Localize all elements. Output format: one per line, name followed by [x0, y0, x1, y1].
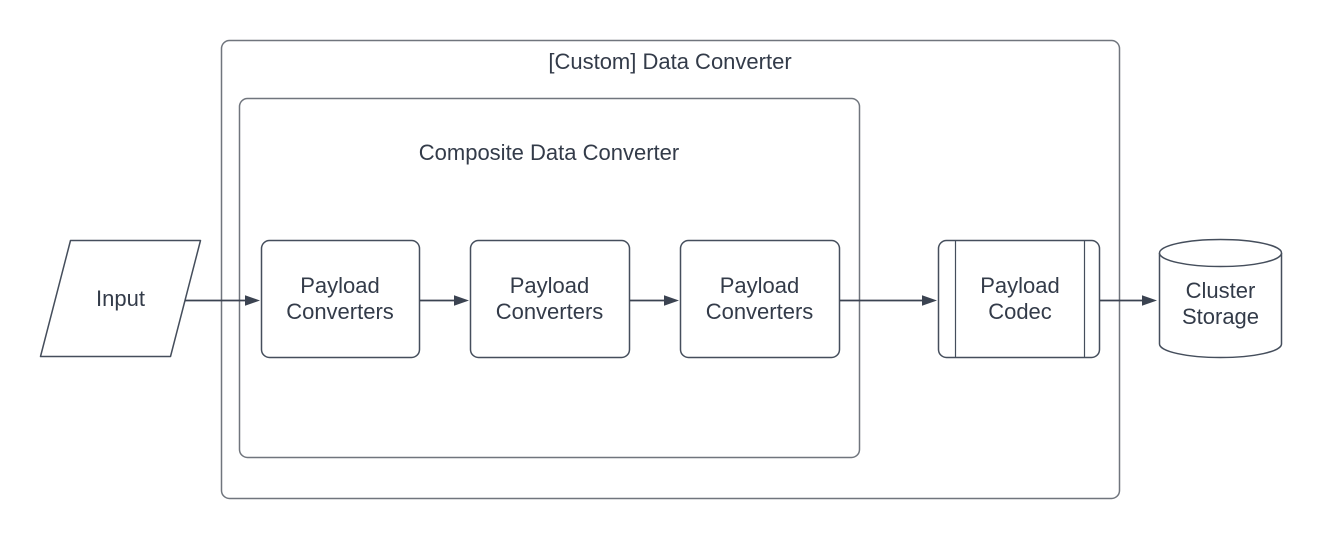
arrow-converter-2-to-converter-3: [630, 295, 679, 306]
payload-converter-2-shape: [469, 239, 631, 359]
custom-data-converter-container: [220, 39, 1121, 500]
arrow-input-to-converter-1: [185, 295, 260, 306]
payload-converter-3-shape: [679, 239, 841, 359]
cluster-storage-top: [1158, 238, 1283, 268]
composite-data-converter-container: [238, 97, 861, 459]
payload-converter-1-shape: [260, 239, 421, 359]
input-node-shape: [39, 239, 202, 358]
payload-codec-shape: [937, 239, 1101, 359]
arrow-converter-3-to-codec: [840, 295, 937, 306]
arrow-converter-1-to-converter-2: [420, 295, 469, 306]
cluster-storage-body: [1158, 253, 1283, 359]
arrow-codec-to-storage: [1100, 295, 1157, 306]
